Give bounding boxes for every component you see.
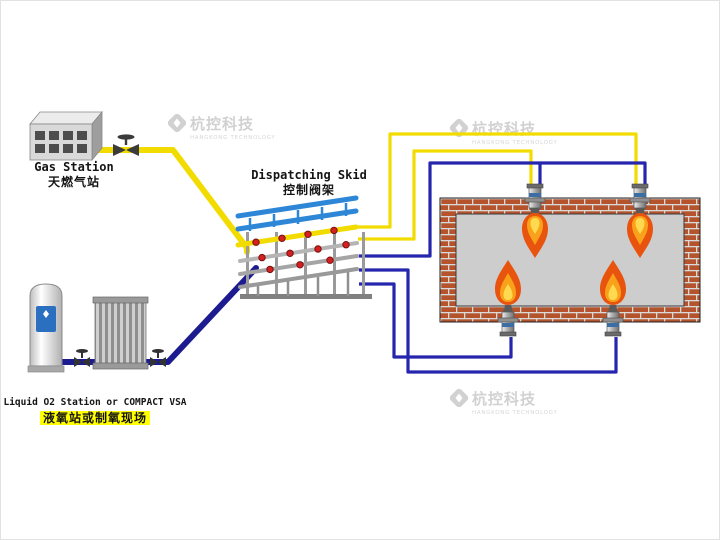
gas-shutoff-valve (113, 134, 139, 156)
dispatching-skid-label-zh: 控制阀架 (282, 183, 335, 197)
tank-base (27, 365, 65, 373)
liquid-oxygen-tank (27, 283, 65, 373)
valve-handwheel-icon (117, 134, 135, 140)
oxygen-line-to-bottom-left-burner (359, 282, 513, 359)
brick-furnace (439, 197, 701, 323)
gas-station-label-en: Gas Station (34, 160, 114, 174)
o2-station-label-en: Liquid O2 Station or COMPACT VSA (3, 397, 187, 408)
skid-manifold-pipe-3 (238, 267, 359, 289)
watermark-bottom-right: 杭控科技 HANGKONG TECHNOLOGY (448, 387, 557, 416)
oxygen-valve-tank-side (74, 349, 90, 367)
dispatching-valve-skid (235, 195, 372, 299)
tank-logo-icon (43, 310, 49, 318)
watermark-subtitle: HANGKONG TECHNOLOGY (472, 410, 558, 416)
skid-base (240, 294, 372, 299)
watermark-subtitle: HANGKONG TECHNOLOGY (190, 135, 276, 141)
o2-station-label: Liquid O2 Station or COMPACT VSA 液氧站或制氧现… (0, 396, 190, 425)
vaporizer-fins (94, 301, 147, 365)
ambient-vaporizer (92, 296, 149, 370)
gas-station-label-zh: 天燃气站 (47, 175, 100, 189)
building-roof (29, 111, 103, 125)
oxygen-line-to-top-burners (359, 161, 647, 258)
brand-logo-icon (448, 387, 470, 409)
oxygen-supply-pipe (52, 265, 259, 365)
skid-drop-pipes (256, 272, 350, 296)
watermark-brand: 杭控科技 (472, 390, 536, 408)
gas-line-to-top-right-burner (358, 132, 638, 229)
oxygen-valve-skid-side (150, 349, 166, 367)
tank-brand-label (36, 306, 56, 332)
valve-handwheel-icon (152, 349, 164, 353)
gas-station-building (29, 110, 103, 162)
watermark-brand: 杭控科技 (190, 115, 254, 133)
dispatching-skid-label-en: Dispatching Skid (251, 168, 367, 182)
building-windows (35, 131, 87, 153)
dispatching-skid-label: Dispatching Skid 控制阀架 (245, 168, 373, 197)
building-front-wall (29, 123, 93, 161)
oxygen-line-to-bottom-right-burner (359, 268, 618, 374)
o2-station-label-zh: 液氧站或制氧现场 (39, 411, 150, 425)
gas-station-label: Gas Station 天燃气站 (14, 160, 134, 189)
watermark-top-right: 杭控科技 HANGKONG TECHNOLOGY (448, 117, 557, 146)
watermark-subtitle: HANGKONG TECHNOLOGY (472, 140, 558, 146)
skid-blue-header-pipe-1 (235, 195, 359, 219)
skid-valve-handwheels (252, 226, 350, 274)
watermark-top-left: 杭控科技 HANGKONG TECHNOLOGY (166, 112, 275, 141)
brand-logo-icon (166, 112, 188, 134)
vaporizer-bottom-header (92, 362, 149, 370)
valve-handwheel-icon (76, 349, 88, 353)
skid-blue-risers (248, 203, 348, 231)
vaporizer-top-header (92, 296, 149, 304)
